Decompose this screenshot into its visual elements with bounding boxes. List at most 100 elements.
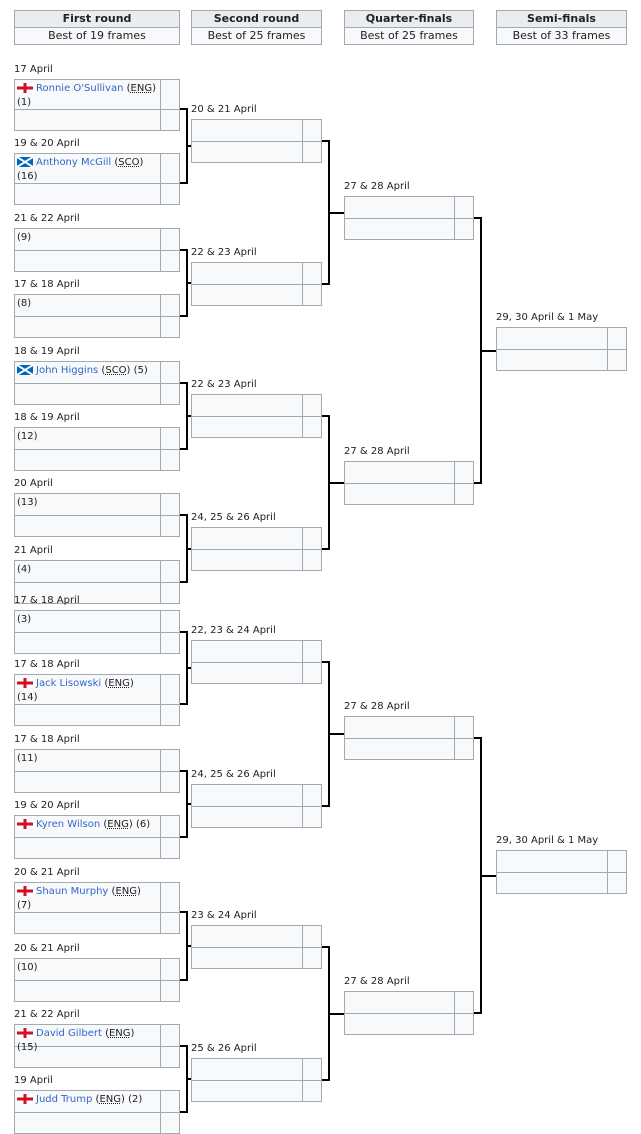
seed: (5) — [133, 365, 148, 376]
player-slot-top — [192, 263, 321, 285]
match-box — [496, 850, 627, 894]
score-cell — [454, 218, 473, 239]
player-slot-bottom — [345, 483, 473, 504]
player-link[interactable]: Ronnie O'Sullivan — [36, 83, 124, 94]
player-slot-top: Ronnie O'Sullivan (ENG) (1) — [15, 80, 179, 110]
player-slot-top: (9) — [15, 229, 179, 251]
match-box — [191, 262, 322, 306]
score-cell — [160, 980, 179, 1001]
england-flag-icon — [17, 1028, 33, 1038]
bracket-connector — [329, 733, 344, 735]
england-flag-icon — [17, 83, 33, 93]
player-link[interactable]: John Higgins — [36, 365, 99, 376]
round-format: Best of 19 frames — [14, 27, 180, 45]
player-slot-bottom — [192, 284, 321, 305]
player-link[interactable]: Anthony McGill — [36, 157, 112, 168]
match-date: 25 & 26 April — [191, 1043, 257, 1054]
score-cell — [302, 141, 321, 162]
player-slot-top — [497, 328, 626, 350]
match-date: 24, 25 & 26 April — [191, 512, 276, 523]
player-slot-top: Kyren Wilson (ENG) (6) — [15, 816, 179, 838]
nationality-abbr: ENG — [108, 678, 130, 689]
match-date: 20 April — [14, 478, 53, 489]
bracket-connector — [187, 803, 191, 805]
score-cell — [302, 263, 321, 284]
score-cell — [160, 428, 179, 449]
score-cell — [160, 816, 179, 837]
score-cell — [302, 284, 321, 305]
score-cell — [454, 462, 473, 483]
match-date: 18 & 19 April — [14, 346, 80, 357]
player-slot-top: (3) — [15, 611, 179, 633]
player-link[interactable]: Judd Trump — [36, 1094, 93, 1105]
score-cell — [160, 1091, 179, 1112]
seed: (14) — [17, 692, 38, 703]
score-cell — [302, 416, 321, 437]
match-date: 22, 23 & 24 April — [191, 625, 276, 636]
match-date: 19 & 20 April — [14, 800, 80, 811]
player-slot-bottom — [15, 383, 179, 404]
nationality-abbr: ENG — [99, 1094, 121, 1105]
england-flag-icon — [17, 678, 33, 688]
player-link[interactable]: Kyren Wilson — [36, 819, 101, 830]
bracket-connector — [180, 315, 188, 317]
score-cell — [160, 750, 179, 771]
score-cell — [160, 883, 179, 912]
player-slot-top — [345, 197, 473, 219]
score-cell — [160, 229, 179, 250]
match-date: 22 & 23 April — [191, 379, 257, 390]
round-header: Second round — [191, 10, 322, 28]
bracket-connector — [180, 770, 188, 772]
match-box: (11) — [14, 749, 180, 793]
bracket-connector — [187, 282, 191, 284]
bracket-connector — [180, 249, 188, 251]
player-link[interactable]: Jack Lisowski — [36, 678, 102, 689]
seed: (8) — [17, 298, 32, 309]
player-slot-bottom — [192, 549, 321, 570]
player-slot-bottom — [192, 1080, 321, 1101]
seed: (6) — [135, 819, 151, 830]
player-link[interactable]: Shaun Murphy — [36, 886, 109, 897]
score-cell — [302, 395, 321, 416]
bracket-connector — [322, 548, 330, 550]
player-slot-bottom — [497, 872, 626, 893]
match-box: John Higgins (SCO) (5) — [14, 361, 180, 405]
player-entry: (3) — [17, 613, 157, 627]
player-link[interactable]: David Gilbert — [36, 1028, 102, 1039]
score-cell — [302, 926, 321, 947]
score-cell — [302, 641, 321, 662]
score-cell — [160, 675, 179, 704]
player-slot-bottom — [15, 1046, 179, 1067]
bracket-connector — [180, 382, 188, 384]
seed: (9) — [17, 232, 32, 243]
match-date: 27 & 28 April — [344, 976, 410, 987]
bracket-connector — [180, 514, 188, 516]
player-slot-bottom — [15, 582, 179, 603]
player-slot-top — [192, 120, 321, 142]
score-cell — [160, 912, 179, 933]
bracket-connector — [180, 836, 188, 838]
score-cell — [160, 383, 179, 404]
player-entry: (12) — [17, 430, 157, 444]
match-box — [344, 991, 474, 1035]
player-slot-top — [192, 926, 321, 948]
match-box: Jack Lisowski (ENG) (14) — [14, 674, 180, 726]
match-box: (13) — [14, 493, 180, 537]
player-slot-bottom — [15, 771, 179, 792]
england-flag-icon — [17, 1094, 33, 1104]
player-entry: (11) — [17, 752, 157, 766]
score-cell — [302, 549, 321, 570]
bracket-connector — [322, 805, 330, 807]
player-entry: (10) — [17, 961, 157, 975]
score-cell — [607, 872, 626, 893]
seed: (10) — [17, 962, 38, 973]
score-cell — [160, 109, 179, 130]
score-cell — [160, 1112, 179, 1133]
player-slot-bottom — [15, 837, 179, 858]
player-slot-top — [192, 528, 321, 550]
round-format: Best of 25 frames — [344, 27, 474, 45]
match-date: 17 & 18 April — [14, 734, 80, 745]
player-slot-top — [192, 395, 321, 417]
match-box — [191, 1058, 322, 1102]
player-slot-bottom — [15, 1112, 179, 1133]
